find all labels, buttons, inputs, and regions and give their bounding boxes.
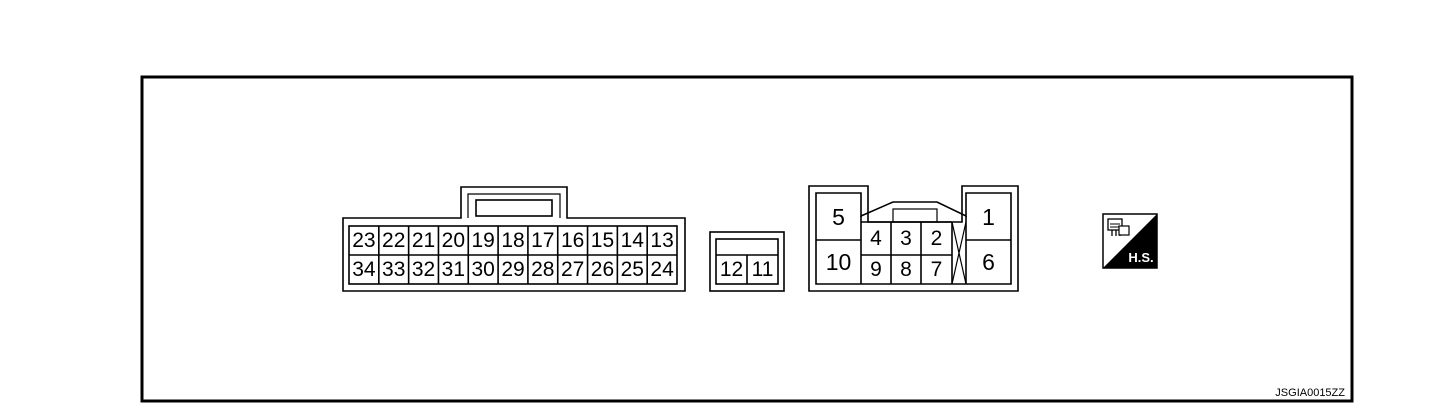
figure-code: JSGIA0015ZZ	[1275, 387, 1345, 399]
connector-c-lock-tab	[892, 208, 938, 223]
pin-label: 24	[650, 258, 674, 281]
pin-label: 8	[900, 258, 912, 281]
pin-label: 1	[982, 204, 995, 230]
pin-label: 16	[561, 229, 584, 252]
pin-label: 21	[412, 229, 435, 252]
pin-label: 25	[621, 258, 644, 281]
pin-label: 12	[720, 258, 743, 281]
pin-label: 30	[472, 258, 495, 281]
pin-label: 23	[352, 229, 375, 252]
pin-label: 32	[412, 258, 435, 281]
pin-label: 28	[531, 258, 554, 281]
connector-c: 5 10 4 3 2 9 8 7 1 6	[808, 185, 1019, 292]
pin-label: 9	[870, 258, 882, 281]
harness-side-connector-icon: H.S.	[1102, 213, 1158, 269]
pin-label: 17	[531, 229, 554, 252]
pin-label: 10	[826, 249, 852, 275]
diagram-frame	[140, 75, 1354, 403]
pin-label: 26	[591, 258, 614, 281]
pin-label: 15	[591, 229, 614, 252]
pin-label: 4	[870, 227, 882, 250]
pin-label: 14	[621, 229, 645, 252]
pin-label: 31	[442, 258, 465, 281]
pin-label: 7	[931, 258, 943, 281]
badge-label: H.S.	[1128, 250, 1153, 265]
connector-b: 12 11	[709, 231, 785, 292]
pin-label: 11	[752, 258, 774, 281]
pin-label: 18	[501, 229, 524, 252]
pin-label: 3	[900, 227, 912, 250]
pin-label: 6	[982, 249, 995, 275]
pin-label: 22	[382, 229, 405, 252]
pin-label: 5	[832, 204, 845, 230]
pin-label: 34	[352, 258, 376, 281]
connector-a-lock-tab	[475, 199, 553, 217]
pin-label: 13	[650, 229, 673, 252]
pin-label: 33	[382, 258, 405, 281]
pin-label: 19	[472, 229, 495, 252]
pin-label: 2	[931, 227, 943, 250]
pin-label: 27	[561, 258, 584, 281]
pin-label: 20	[442, 229, 465, 252]
pin-label: 29	[501, 258, 524, 281]
